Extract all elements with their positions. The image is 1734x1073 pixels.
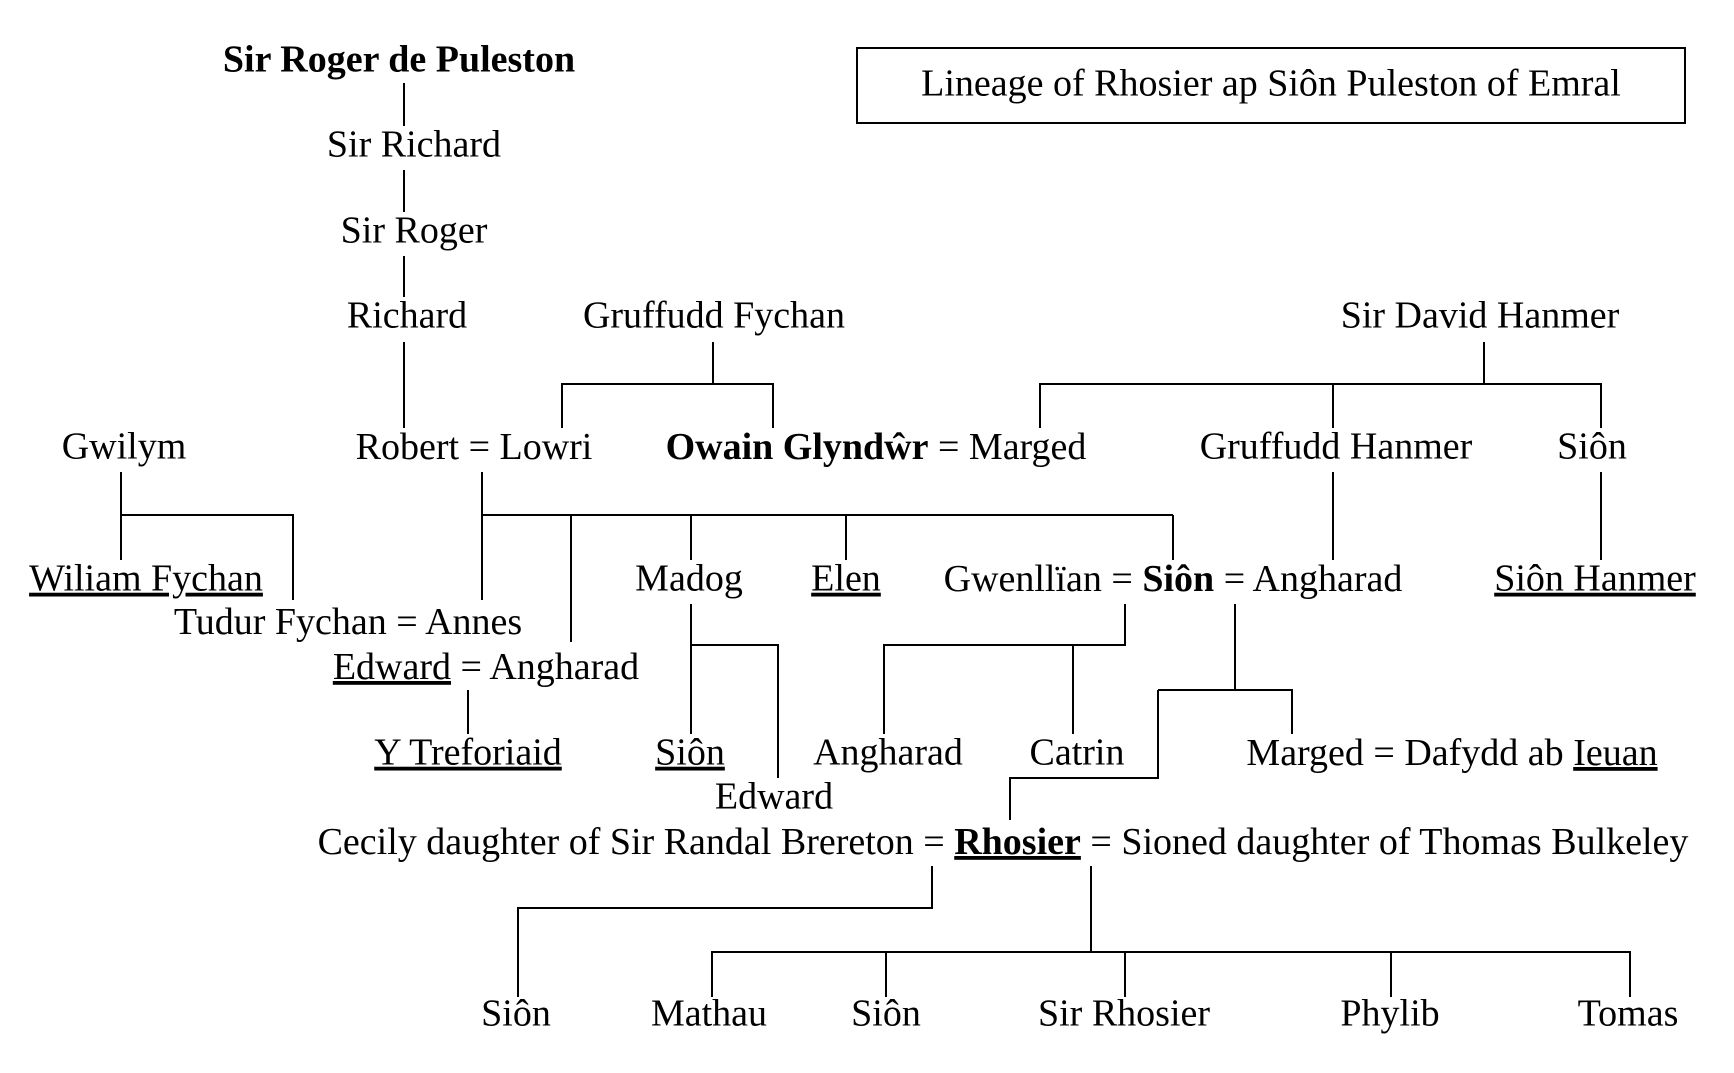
person-dafydd-ab: Dafydd ab — [1404, 732, 1563, 774]
person-edward-ap-madog: Edward — [715, 776, 833, 818]
couple-gwenllian-sion-angharad: Gwenllïan = Siôn = Angharad — [944, 558, 1403, 600]
person-sion-son1: Siôn — [481, 993, 551, 1035]
married-sign: = — [914, 821, 954, 863]
person-sir-roger-de-puleston: Sir Roger de Puleston — [223, 39, 575, 81]
person-marged: Marged — [969, 426, 1087, 468]
person-tomas: Tomas — [1578, 993, 1679, 1035]
person-sion: Siôn — [1142, 558, 1214, 600]
person-labels: Sir Roger de Puleston Sir Richard Sir Ro… — [29, 39, 1696, 1035]
couple-owain-marged: Owain Glyndŵr = Marged — [666, 426, 1087, 468]
person-annes: Annes — [425, 601, 522, 643]
person-catrin: Catrin — [1030, 732, 1125, 774]
line-cecily-sion — [517, 866, 933, 997]
couple-cecily-rhosier-sioned: Cecily daughter of Sir Randal Brereton =… — [318, 821, 1689, 863]
person-sioned: Sioned daughter of Thomas Bulkeley — [1121, 821, 1688, 863]
married-sign: = — [387, 601, 425, 643]
person-gruffudd-fychan: Gruffudd Fychan — [583, 295, 845, 337]
married-sign: = — [1364, 732, 1404, 774]
married-sign: = — [928, 426, 968, 468]
person-elen: Elen — [811, 558, 881, 600]
person-lowri: Lowri — [500, 426, 593, 468]
person-sion-hanmer: Siôn Hanmer — [1494, 558, 1696, 600]
person-angharad-hanmer: Angharad — [1253, 558, 1403, 600]
person-richard: Richard — [347, 295, 467, 337]
married-sign: = — [451, 646, 489, 688]
person-tudur-fychan: Tudur Fychan — [174, 601, 387, 643]
married-sign: = — [1214, 558, 1252, 600]
diagram-title: Lineage of Rhosier ap Siôn Puleston of E… — [921, 63, 1621, 105]
line-angharad-rhosier — [1009, 690, 1159, 820]
person-y-treforiaid: Y Treforiaid — [374, 732, 562, 774]
married-sign: = — [1102, 558, 1142, 600]
person-gwenllian: Gwenllïan — [944, 558, 1102, 600]
married-sign: = — [1081, 821, 1121, 863]
person-angharad-edward: Angharad — [489, 646, 639, 688]
person-ieuan: Ieuan — [1573, 732, 1657, 774]
couple-edward-angharad: Edward = Angharad — [333, 646, 639, 688]
person-sir-richard: Sir Richard — [327, 124, 501, 166]
married-sign: = — [459, 426, 499, 468]
person-robert: Robert — [356, 426, 460, 468]
person-gwilym: Gwilym — [62, 426, 187, 468]
title-box — [856, 47, 1686, 124]
person-phylib: Phylib — [1340, 993, 1439, 1035]
line-madog-edward — [691, 644, 779, 778]
line-gruffudd-children — [561, 383, 774, 428]
couple-marged-dafydd: Marged = Dafydd ab Ieuan — [1246, 732, 1657, 774]
couple-tudur-annes: Tudur Fychan = Annes — [174, 601, 522, 643]
line-gwenllian-children — [883, 604, 1126, 734]
person-gruffudd-hanmer: Gruffudd Hanmer — [1200, 426, 1473, 468]
married-sign — [1564, 732, 1574, 774]
person-sir-david-hanmer: Sir David Hanmer — [1341, 295, 1620, 337]
line-angharad-marged — [1158, 689, 1293, 734]
person-owain-glyndwr: Owain Glyndŵr — [666, 426, 929, 468]
couple-robert-lowri: Robert = Lowri — [356, 426, 593, 468]
person-sir-rhosier: Sir Rhosier — [1038, 993, 1210, 1035]
person-sion-son2: Siôn — [851, 993, 921, 1035]
line-gwilym-bar — [121, 514, 294, 600]
person-rhosier: Rhosier — [954, 821, 1081, 863]
person-sion-ap-madog: Siôn — [655, 732, 725, 774]
person-edward: Edward — [333, 646, 451, 688]
line-hanmer-bar — [1039, 383, 1602, 428]
person-wiliam-fychan: Wiliam Fychan — [29, 558, 263, 600]
line-sioned-bar — [711, 951, 1631, 997]
person-cecily: Cecily daughter of Sir Randal Brereton — [318, 821, 914, 863]
person-sion-hanmer-father: Siôn — [1557, 426, 1627, 468]
person-angharad-daughter: Angharad — [813, 732, 963, 774]
person-madog: Madog — [635, 558, 743, 600]
person-mathau: Mathau — [651, 993, 767, 1035]
person-sir-roger: Sir Roger — [341, 210, 488, 252]
person-marged-daughter: Marged — [1246, 732, 1364, 774]
connector-lines — [120, 83, 1631, 997]
